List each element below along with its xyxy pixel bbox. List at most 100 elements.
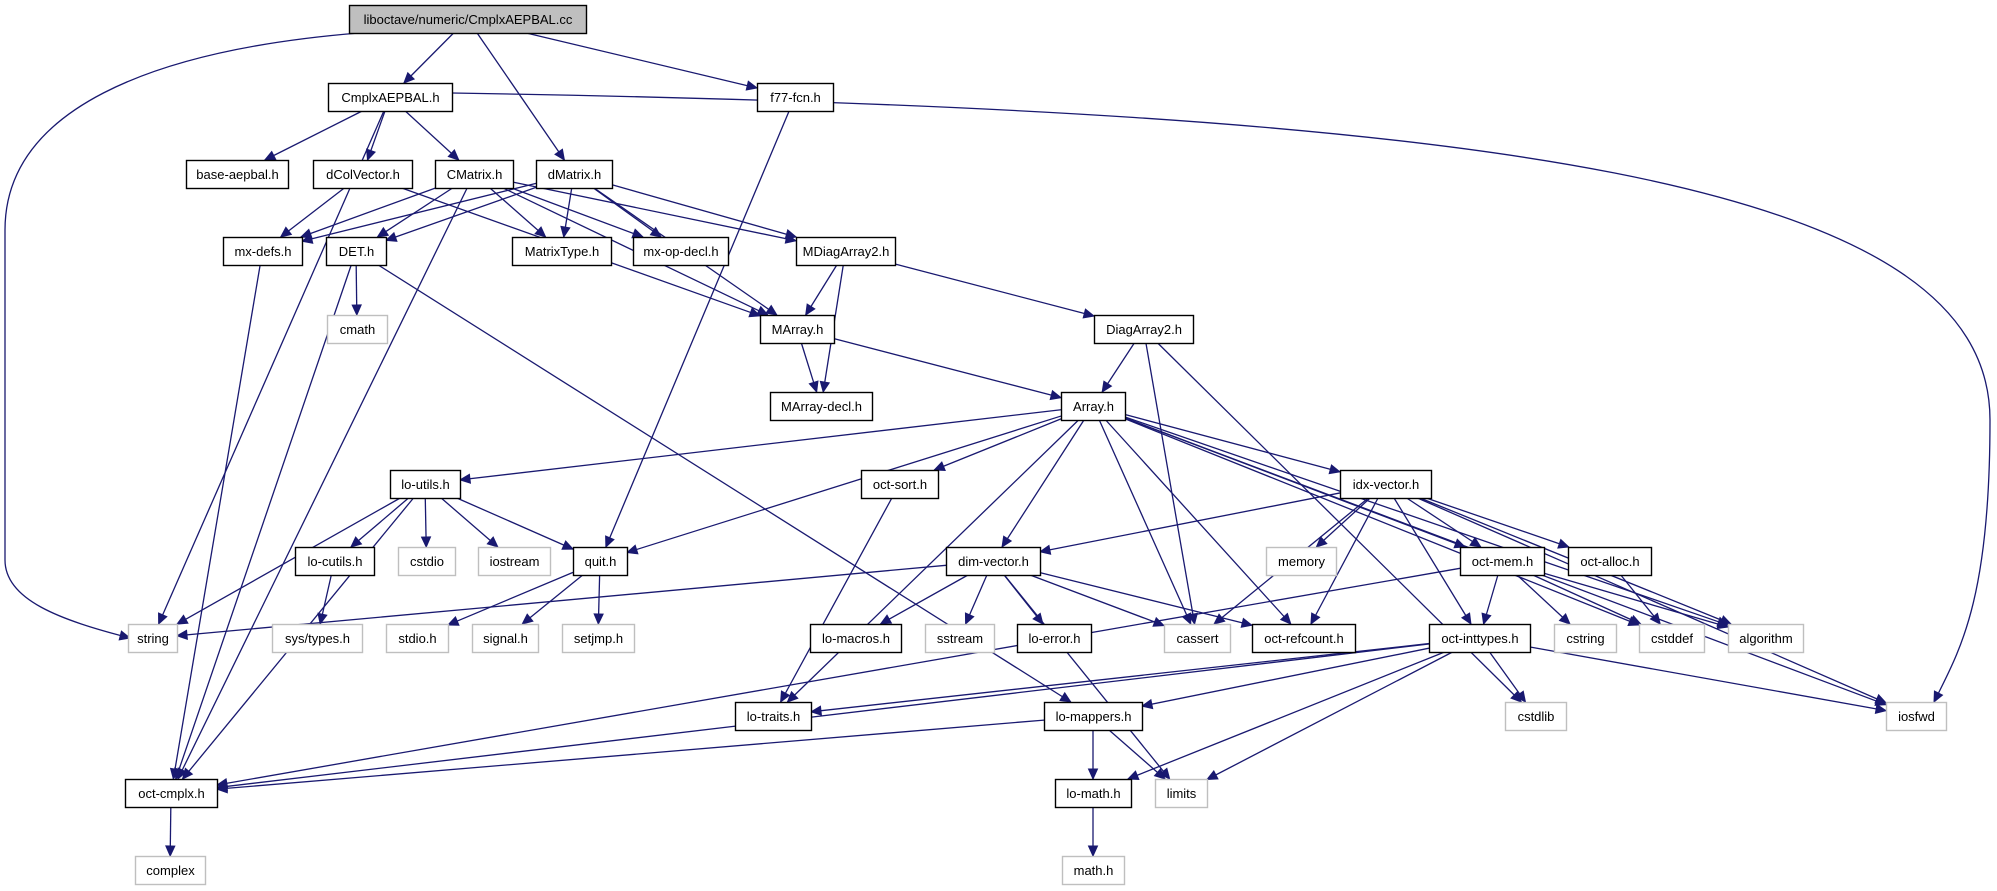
- arrowhead-icon: [780, 690, 791, 704]
- node-DiagArray2-h[interactable]: DiagArray2.h: [1093, 314, 1195, 345]
- node-f77-fcn-h[interactable]: f77-fcn.h: [756, 82, 835, 113]
- arrowhead-icon: [819, 380, 831, 394]
- arrowhead-icon: [1558, 612, 1571, 625]
- node-box: [1054, 778, 1133, 809]
- node-box: [860, 469, 940, 500]
- arrowhead-icon: [175, 614, 189, 625]
- node-mx-defs-h[interactable]: mx-defs.h: [222, 236, 304, 267]
- node-box: [734, 701, 813, 732]
- node-dim-vector-h[interactable]: dim-vector.h: [945, 546, 1042, 577]
- node-label: cmath: [340, 322, 375, 337]
- node-lo-utils-h[interactable]: lo-utils.h: [389, 469, 462, 500]
- node-oct-refcount-h[interactable]: oct-refcount.h: [1251, 623, 1357, 654]
- node-lo-error-h[interactable]: lo-error.h: [1016, 623, 1093, 654]
- arrowhead-icon: [1469, 536, 1482, 548]
- nodes-layer: liboctave/numeric/CmplxAEPBAL.ccCmplxAEP…: [124, 4, 1948, 886]
- node-box: [312, 159, 414, 190]
- node-label: cstdio: [410, 554, 444, 569]
- node-box: [1638, 623, 1706, 654]
- node-base-aepbal-h[interactable]: base-aepbal.h: [185, 159, 290, 190]
- edge-dim-vector-h-to-lo-macros-h: [880, 574, 969, 625]
- edge-CMatrix-h-to-oct-cmplx-h: [177, 187, 468, 780]
- node-idx-vector-h[interactable]: idx-vector.h: [1339, 469, 1433, 500]
- node-sys-types-h: sys/types.h: [271, 623, 364, 654]
- edge-mx-defs-h-to-oct-cmplx-h: [172, 264, 261, 780]
- arrowhead-icon: [554, 148, 566, 162]
- arrowhead-icon: [964, 612, 975, 626]
- edge-oct-inttypes-h-to-iosfwd: [1529, 646, 1887, 712]
- node-lo-traits-h[interactable]: lo-traits.h: [734, 701, 813, 732]
- arrowhead-icon: [1059, 691, 1072, 703]
- node-label: string: [137, 631, 169, 646]
- arrowhead-icon: [1515, 690, 1527, 703]
- edge-CMatrix-h-to-mx-defs-h: [300, 187, 436, 238]
- arrowhead-icon: [809, 705, 823, 716]
- edge-MArray-h-to-Array-h: [833, 337, 1062, 399]
- arrowhead-icon: [1649, 612, 1661, 625]
- edge-root-to-CmplxAEPBAL-h: [403, 32, 455, 84]
- edge-idx-vector-h-to-oct-inttypes-h: [1393, 497, 1472, 625]
- arrowhead-icon: [560, 225, 571, 239]
- edge-CmplxAEPBAL-h-to-base-aepbal-h: [264, 110, 363, 161]
- node-CmplxAEPBAL-h[interactable]: CmplxAEPBAL.h: [327, 82, 454, 113]
- node-Array-h[interactable]: Array.h: [1060, 391, 1127, 422]
- node-lo-math-h[interactable]: lo-math.h: [1054, 778, 1133, 809]
- edge-idx-vector-h-to-iosfwd: [1417, 497, 1887, 704]
- node-root[interactable]: liboctave/numeric/CmplxAEPBAL.cc: [348, 4, 588, 35]
- node-box: [809, 623, 903, 654]
- node-label: lo-macros.h: [822, 631, 890, 646]
- edge-oct-mem-h-to-cstddef: [1532, 574, 1641, 625]
- node-oct-alloc-h[interactable]: oct-alloc.h: [1567, 546, 1653, 577]
- arrowhead-icon: [1126, 770, 1140, 780]
- node-dMatrix-h[interactable]: dMatrix.h: [535, 159, 614, 190]
- arrowhead-icon: [384, 231, 398, 242]
- node-MArray-h[interactable]: MArray.h: [759, 314, 836, 345]
- edge-oct-inttypes-h-to-lo-math-h: [1127, 651, 1445, 780]
- node-MDiagArray2-h[interactable]: MDiagArray2.h: [795, 236, 897, 267]
- node-MatrixType-h[interactable]: MatrixType.h: [511, 236, 613, 267]
- arrowhead-icon: [158, 612, 168, 626]
- edge-dim-vector-h-to-limits: [1003, 574, 1171, 780]
- arrowhead-icon: [1140, 698, 1154, 710]
- node-CMatrix-h[interactable]: CMatrix.h: [434, 159, 515, 190]
- node-cmath: cmath: [326, 314, 389, 345]
- node-iostream: iostream: [477, 546, 552, 577]
- node-quit-h[interactable]: quit.h: [572, 546, 629, 577]
- edge-dMatrix-h-to-mx-defs-h: [301, 182, 537, 242]
- node-complex: complex: [134, 855, 207, 886]
- node-label: sys/types.h: [285, 631, 350, 646]
- node-lo-mappers-h[interactable]: lo-mappers.h: [1043, 701, 1144, 732]
- node-lo-macros-h[interactable]: lo-macros.h: [809, 623, 903, 654]
- node-lo-cutils-h[interactable]: lo-cutils.h: [294, 546, 376, 577]
- node-oct-mem-h[interactable]: oct-mem.h: [1459, 546, 1546, 577]
- node-label: complex: [146, 863, 195, 878]
- node-box: [1060, 391, 1127, 422]
- node-box: [1251, 623, 1357, 654]
- node-dColVector-h[interactable]: dColVector.h: [312, 159, 414, 190]
- node-label: lo-cutils.h: [308, 554, 363, 569]
- arrowhead-icon: [1205, 769, 1219, 781]
- edge-MDiagArray2-h-to-DiagArray2-h: [894, 263, 1095, 317]
- node-mx-op-decl-h[interactable]: mx-op-decl.h: [632, 236, 730, 267]
- node-DET-h[interactable]: DET.h: [325, 236, 388, 267]
- arrowhead-icon: [786, 690, 799, 703]
- node-string: string: [127, 623, 179, 654]
- arrowhead-icon: [263, 150, 277, 161]
- node-box: [294, 546, 376, 577]
- node-oct-cmplx-h[interactable]: oct-cmplx.h: [124, 778, 219, 809]
- edge-DET-h-to-oct-cmplx-h: [175, 264, 352, 780]
- node-label: iosfwd: [1898, 709, 1935, 724]
- node-box: [1339, 469, 1433, 500]
- node-box: [1061, 855, 1126, 886]
- edge-lo-utils-h-to-string: [176, 497, 401, 625]
- node-label: iostream: [490, 554, 540, 569]
- node-oct-sort-h[interactable]: oct-sort.h: [860, 469, 940, 500]
- node-MArray-decl-h[interactable]: MArray-decl.h: [769, 391, 874, 422]
- edge-Array-h-to-cassert: [1098, 419, 1192, 625]
- node-label: algorithm: [1739, 631, 1792, 646]
- node-box: [1163, 623, 1232, 654]
- edge-oct-sort-h-to-lo-traits-h: [780, 497, 893, 703]
- node-oct-inttypes-h[interactable]: oct-inttypes.h: [1428, 623, 1532, 654]
- arrowhead-icon: [1158, 767, 1171, 780]
